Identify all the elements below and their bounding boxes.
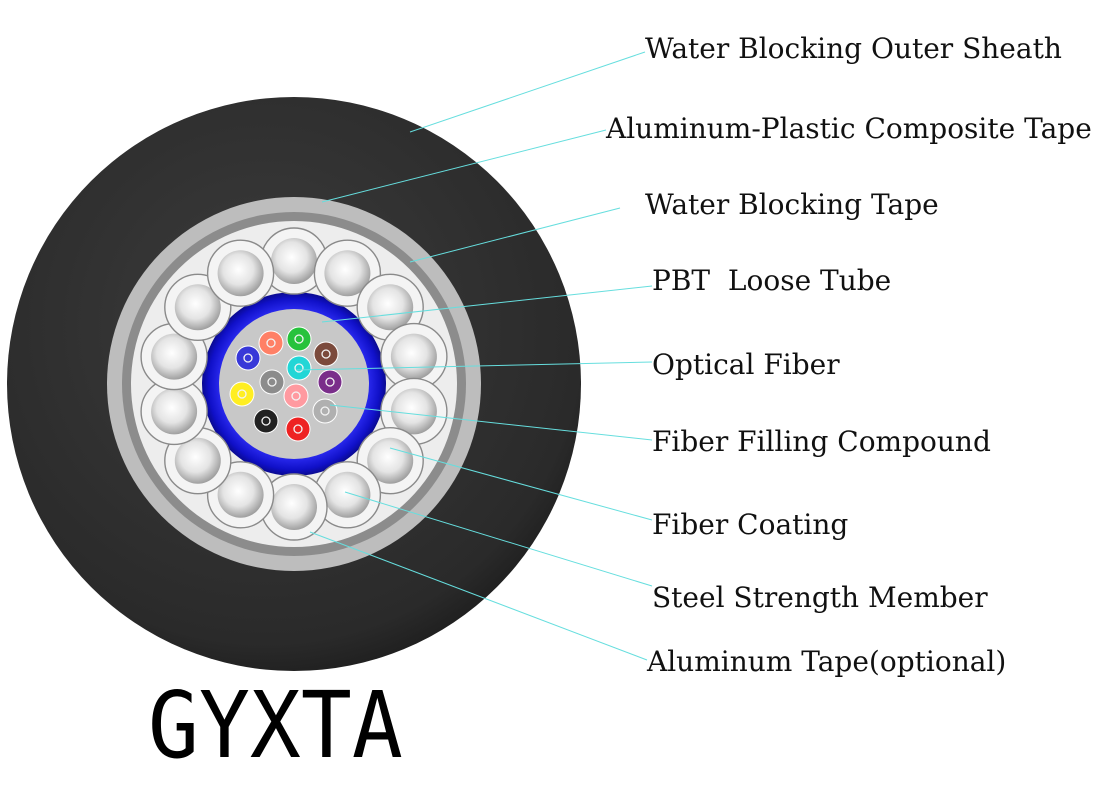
- fiber-coating: [294, 363, 304, 373]
- leader-line: [409, 207, 621, 263]
- fiber-coating: [266, 338, 276, 348]
- label-fiber-filling-compound: Fiber Filling Compound: [652, 425, 991, 458]
- strength-member-core: [151, 388, 198, 435]
- fiber-coating: [293, 424, 303, 434]
- optical-fiber: [313, 341, 339, 367]
- strength-member-core: [271, 238, 317, 284]
- optical-fiber: [258, 330, 284, 356]
- label-fiber-coating: Fiber Coating: [652, 508, 849, 541]
- fiber-coating: [261, 416, 271, 426]
- optical-fiber: [286, 355, 312, 381]
- optical-fiber: [259, 369, 285, 395]
- label-water-blocking-tape: Water Blocking Tape: [645, 188, 939, 221]
- fiber-coating: [325, 377, 335, 387]
- leader-line: [344, 491, 653, 587]
- strength-member-core: [217, 471, 264, 518]
- fiber-coating: [294, 334, 304, 344]
- strength-member-core: [390, 388, 437, 435]
- model-name: GYXTA: [148, 672, 403, 779]
- leader-line: [321, 129, 607, 203]
- optical-fiber: [253, 408, 279, 434]
- fiber-coating: [267, 377, 277, 387]
- optical-fiber: [235, 345, 261, 371]
- fiber-coating: [320, 406, 330, 416]
- leader-line: [409, 51, 646, 133]
- label-aluminum-tape-optional: Aluminum Tape(optional): [647, 645, 1007, 678]
- label-pbt-loose-tube: PBT Loose Tube: [652, 264, 892, 297]
- optical-fiber: [229, 381, 255, 407]
- fiber-coating: [321, 349, 331, 359]
- strength-member-core: [367, 437, 414, 484]
- strength-member-core: [151, 333, 198, 380]
- label-water-blocking-outer-sheath: Water Blocking Outer Sheath: [645, 32, 1062, 65]
- label-optical-fiber: Optical Fiber: [652, 348, 840, 381]
- strength-member-core: [324, 471, 371, 518]
- strength-member-core: [174, 437, 221, 484]
- optical-fiber: [312, 398, 338, 424]
- fiber-coating: [237, 389, 247, 399]
- strength-member-core: [367, 284, 414, 331]
- fiber-coating: [243, 353, 253, 363]
- strength-member-core: [271, 484, 317, 530]
- leader-line: [295, 361, 653, 371]
- strength-member-core: [324, 250, 371, 297]
- strength-member-core: [217, 250, 264, 297]
- leader-line: [389, 447, 653, 521]
- optical-fiber: [286, 326, 312, 352]
- label-aluminum-plastic-composite-tape: Aluminum-Plastic Composite Tape: [606, 112, 1092, 145]
- optical-fiber: [317, 369, 343, 395]
- leader-line: [309, 531, 648, 661]
- optical-fiber: [283, 383, 309, 409]
- leader-line: [321, 285, 653, 323]
- strength-member-core: [390, 333, 437, 380]
- optical-fiber: [285, 416, 311, 442]
- fiber-coating: [291, 391, 301, 401]
- strength-member-core: [174, 284, 221, 331]
- leader-line: [329, 404, 653, 441]
- label-steel-strength-member: Steel Strength Member: [652, 581, 988, 614]
